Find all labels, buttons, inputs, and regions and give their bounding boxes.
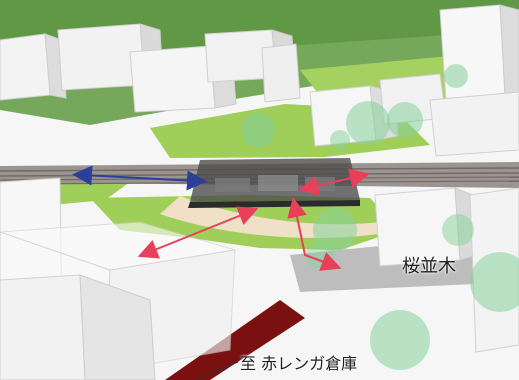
buildings-background <box>0 4 519 157</box>
label-to-red-brick: 至 赤レンガ倉庫 <box>240 354 358 373</box>
red-arrow-east <box>298 168 370 196</box>
label-leader-line <box>194 361 239 380</box>
station-building <box>188 158 360 208</box>
flow-arrows <box>72 165 370 271</box>
red-arrow-south <box>287 197 342 271</box>
label-sakura-namiki: 桜並木 <box>402 256 456 277</box>
red-brick-path <box>165 300 305 380</box>
trees <box>241 64 519 370</box>
buildings-foreground <box>0 177 519 380</box>
blue-arrow <box>72 165 207 191</box>
red-arrow-plaza <box>137 206 259 259</box>
